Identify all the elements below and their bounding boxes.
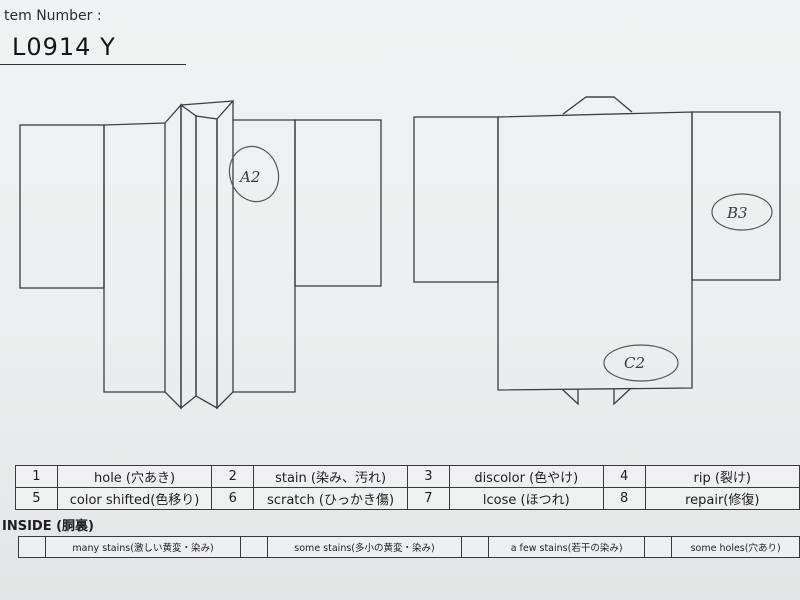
damage-legend-table: 1 hole (穴あき) 2 stain (染み、汚れ) 3 discolor … xyxy=(15,465,800,510)
checkbox-cell[interactable] xyxy=(644,536,673,558)
inside-heading: INSIDE (胴裏) xyxy=(2,519,94,534)
back-left-sleeve xyxy=(413,116,499,283)
front-right-sleeve xyxy=(294,119,382,287)
front-left-sleeve xyxy=(19,124,105,289)
legend-row: 5 color shifted(色移り) 6 scratch (ひっかき傷) 7… xyxy=(15,487,800,510)
legend-number: 2 xyxy=(211,465,255,488)
svg-text:A2: A2 xyxy=(238,168,260,186)
legend-number: 5 xyxy=(15,487,58,510)
front-collar-left-outer xyxy=(164,103,182,410)
back-mark-annotation-1: B3 xyxy=(711,193,773,231)
checkbox-cell[interactable] xyxy=(18,536,46,558)
inside-lining-table: many stains(激しい黄変・染み) some stains(多小の黄変・… xyxy=(18,536,800,558)
svg-text:B3: B3 xyxy=(726,204,748,222)
inside-option: some holes(穴あり) xyxy=(671,536,800,558)
checkbox-cell[interactable] xyxy=(460,536,489,558)
svg-text:C2: C2 xyxy=(624,354,645,372)
front-body-left xyxy=(103,125,165,393)
inside-option: a few stains(若干の染み) xyxy=(487,536,646,558)
inside-option: many stains(激しい黄変・染み) xyxy=(44,536,242,558)
legend-description: color shifted(色移り) xyxy=(56,487,213,510)
legend-description: hole (穴あき) xyxy=(56,465,213,488)
item-number-label: tem Number : xyxy=(4,8,102,24)
legend-number: 8 xyxy=(602,487,646,510)
legend-description: discolor (色やけ) xyxy=(448,465,604,488)
front-collar-overlap xyxy=(195,115,218,410)
front-mark-annotation: A2 xyxy=(228,145,280,203)
front-shoulder-left xyxy=(103,122,166,126)
inside-option: some stains(多小の黄変・染み) xyxy=(267,536,462,558)
front-collar-right-outer xyxy=(216,99,234,410)
legend-number: 4 xyxy=(602,465,646,488)
kimono-diagram: A2 B3 C2 xyxy=(19,96,781,410)
item-number-value: L0914 Y xyxy=(12,33,116,61)
legend-row: 1 hole (穴あき) 2 stain (染み、汚れ) 3 discolor … xyxy=(15,465,800,488)
front-collar-left-inner xyxy=(180,103,197,410)
back-right-sleeve xyxy=(691,111,781,281)
back-collar xyxy=(562,96,633,115)
legend-description: stain (染み、汚れ) xyxy=(253,465,409,488)
back-hem-left xyxy=(562,389,579,406)
legend-number: 1 xyxy=(15,465,58,488)
checkbox-cell[interactable] xyxy=(240,536,269,558)
item-number-underline xyxy=(0,64,186,65)
legend-number: 7 xyxy=(407,487,450,510)
legend-description: repair(修復) xyxy=(644,487,800,510)
back-hem-right xyxy=(613,388,631,406)
legend-description: lcose (ほつれ) xyxy=(448,487,604,510)
legend-description: rip (裂け) xyxy=(644,465,800,488)
legend-number: 6 xyxy=(211,487,255,510)
back-view-outline xyxy=(413,96,781,406)
inside-row: many stains(激しい黄変・染み) some stains(多小の黄変・… xyxy=(18,536,800,558)
front-collar-top xyxy=(180,100,234,106)
back-mark-annotation-2: C2 xyxy=(603,344,679,382)
front-view-outline xyxy=(19,99,382,410)
legend-number: 3 xyxy=(407,465,450,488)
legend-description: scratch (ひっかき傷) xyxy=(253,487,409,510)
back-body xyxy=(497,111,693,391)
front-body-right xyxy=(233,119,296,393)
